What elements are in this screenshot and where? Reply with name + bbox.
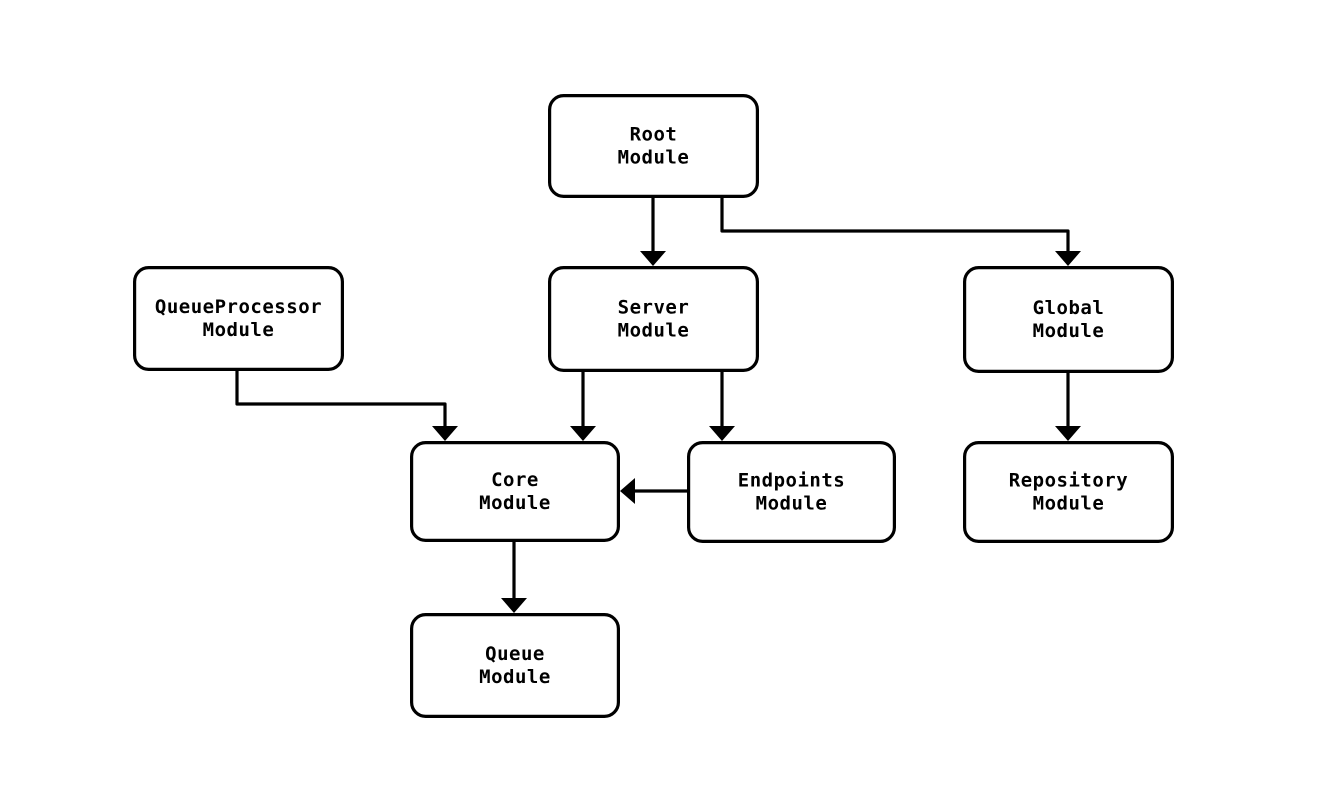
edge-root-to-server [640, 198, 666, 266]
edge-queueprocessor-to-core-arrowhead [432, 426, 458, 441]
queue-module-node-box[interactable] [410, 612, 621, 718]
endpoints-module-node-label-line1: Endpoints [738, 470, 845, 492]
edge-root-to-global-line [720, 198, 1070, 252]
edge-endpoints-to-core [620, 478, 687, 504]
queueprocessor-module-node-label-line1: QueueProcessor [155, 296, 322, 318]
server-module-node-label-line1: Server [618, 297, 690, 319]
server-module-node-box[interactable] [547, 266, 759, 373]
global-module-node-label-line2: Module [1033, 320, 1105, 342]
edge-root-to-global [720, 198, 1081, 266]
repository-module-node-box[interactable] [962, 441, 1174, 544]
edge-global-to-repository-arrowhead [1055, 426, 1081, 441]
endpoints-module-node-box[interactable] [686, 441, 896, 544]
repository-module-node-label-line2: Module [1033, 493, 1105, 515]
queue-module-node-label-line2: Module [479, 666, 551, 688]
core-module-node-box[interactable] [410, 441, 621, 543]
edge-root-to-server-arrowhead [640, 251, 666, 266]
root-module-node-label-line1: Root [630, 124, 678, 146]
edge-queueprocessor-to-core [235, 371, 458, 441]
endpoints-module-node-label-line2: Module [756, 493, 828, 515]
root-module-node-label-line2: Module [618, 147, 690, 169]
edge-server-to-core-arrowhead [570, 426, 596, 441]
queueprocessor-module-node-label-line2: Module [203, 319, 275, 341]
root-module-node-box[interactable] [547, 93, 759, 199]
core-module-node-label-line1: Core [491, 469, 539, 491]
queue-module-node-label-line1: Queue [485, 643, 545, 665]
edge-server-to-endpoints-arrowhead [709, 426, 735, 441]
edge-queueprocessor-to-core-line [235, 371, 447, 427]
edge-core-to-queue [501, 542, 527, 613]
edge-core-to-queue-arrowhead [501, 598, 527, 613]
edges-layer [235, 198, 1081, 613]
server-module-node-label-line2: Module [618, 320, 690, 342]
core-module-node-label-line2: Module [479, 492, 551, 514]
global-module-node-label-line1: Global [1033, 297, 1105, 319]
repository-module-node-label-line1: Repository [1009, 470, 1128, 492]
edge-endpoints-to-core-arrowhead [620, 478, 635, 504]
edge-root-to-global-arrowhead [1055, 251, 1081, 266]
edge-server-to-core [570, 372, 596, 441]
global-module-node-box[interactable] [962, 266, 1174, 374]
edge-server-to-endpoints [709, 372, 735, 441]
queueprocessor-module-node-box[interactable] [133, 266, 345, 372]
edge-global-to-repository [1055, 373, 1081, 441]
nodes-layer: RootModuleQueueProcessorModuleServerModu… [133, 93, 1174, 718]
